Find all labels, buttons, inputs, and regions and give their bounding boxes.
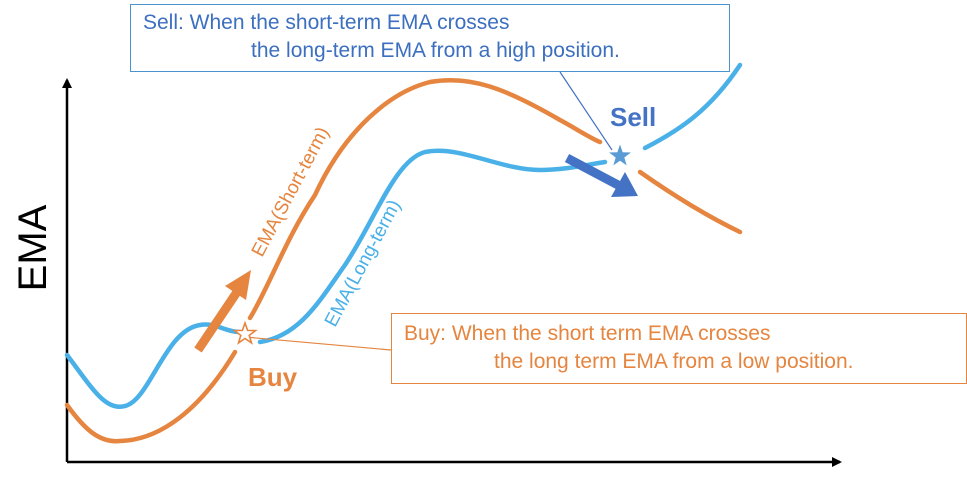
buy-up-arrow xyxy=(194,270,251,353)
buy-callout-line-2: the long term EMA from a low position. xyxy=(494,350,854,373)
buy-callout-line-1: Buy: When the short term EMA crosses xyxy=(404,322,771,345)
short-term-ema-line xyxy=(64,77,743,444)
long-term-ema-label: EMA(Long-term) xyxy=(321,197,405,331)
y-axis-label: EMA xyxy=(11,204,55,291)
buy-callout-box: Buy: When the short term EMA crosses the… xyxy=(391,313,967,384)
sell-callout-line-2: the long-term EMA from a high position. xyxy=(251,39,620,62)
sell-down-arrow xyxy=(564,154,638,197)
sell-callout-box: Sell: When the short-term EMA crosses th… xyxy=(130,4,730,72)
buy-crossover-star-icon xyxy=(232,320,258,345)
sell-label: Sell xyxy=(610,102,656,132)
buy-callout-connector xyxy=(244,336,392,351)
buy-label: Buy xyxy=(248,362,298,392)
sell-callout-connector xyxy=(559,71,613,151)
sell-callout-line-1: Sell: When the short-term EMA crosses xyxy=(143,11,510,34)
sell-crossover-star-icon xyxy=(606,141,634,168)
